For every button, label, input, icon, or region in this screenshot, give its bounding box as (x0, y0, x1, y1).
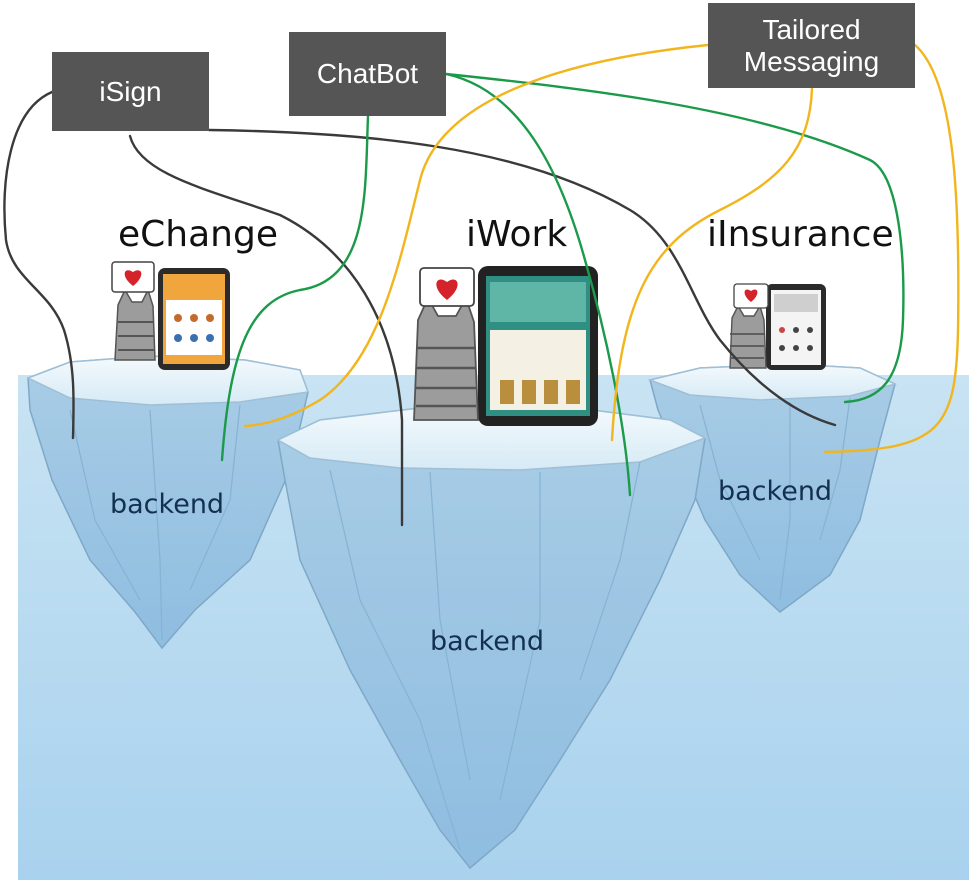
isign-label: iSign (99, 75, 162, 107)
isign-to-iwork-line (128, 134, 404, 527)
heart-icon (744, 289, 758, 302)
tailored-to-iwork-line (610, 86, 814, 442)
tailored-messaging-label: Tailored Messaging (743, 14, 880, 77)
echange-backend-label: backend (110, 489, 225, 520)
tailored-messaging-box: Tailored Messaging (708, 3, 915, 88)
chatbot-label: ChatBot (316, 58, 419, 90)
tailored-to-iinsurance-line (823, 43, 960, 454)
iwork-title: iWork (466, 214, 568, 255)
chatbot-box: ChatBot (289, 32, 446, 116)
chatbot-connectors (220, 72, 905, 497)
iwork-backend-label: backend (430, 626, 545, 657)
iinsurance-backend-label: backend (718, 476, 833, 507)
iceberg-echange (26, 355, 310, 650)
tailored-to-echange-line (243, 43, 710, 428)
chatbot-to-iinsurance-line (444, 72, 905, 404)
isign-to-iinsurance-line (207, 128, 837, 427)
iinsurance-title: iInsurance (707, 214, 894, 255)
iwork-mascot-icon (413, 266, 598, 426)
echange-title: eChange (118, 214, 278, 255)
chatbot-to-iwork-line (444, 72, 632, 497)
echange-mascot-icon (111, 261, 230, 370)
heart-icon (436, 279, 458, 300)
isign-to-echange-line (3, 90, 75, 440)
heart-icon (124, 270, 142, 286)
iceberg-iwork (276, 405, 707, 870)
isign-box: iSign (52, 52, 209, 131)
tailored-connectors (243, 43, 960, 454)
iinsurance-mascot-icon (729, 283, 826, 370)
chatbot-to-echange-line (220, 114, 370, 462)
isign-connectors (3, 90, 837, 527)
